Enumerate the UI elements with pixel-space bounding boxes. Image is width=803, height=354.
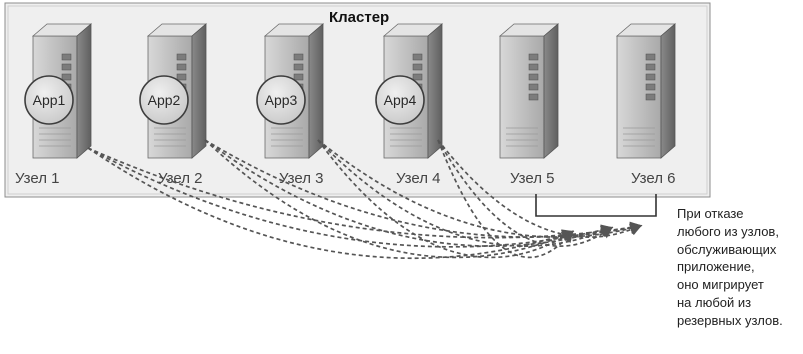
note-line: оно мигрирует [677, 277, 764, 293]
node-label-5: Узел 5 [510, 170, 555, 187]
server-icon [615, 23, 677, 159]
failover-bracket [535, 194, 657, 217]
server-icon [498, 23, 560, 159]
node-label-2: Узел 2 [158, 170, 203, 187]
migration-arrow [87, 147, 614, 248]
node-label-1: Узел 1 [15, 170, 60, 187]
migration-arrow [317, 139, 643, 238]
app-label: App1 [33, 92, 66, 108]
migration-arrow [437, 139, 613, 247]
cluster-frame [4, 2, 711, 198]
migration-arrow [87, 147, 643, 239]
migration-arrow [317, 139, 575, 259]
app-bubble: App2 [139, 75, 189, 125]
note-line: обслуживающих [677, 241, 777, 257]
migration-arrows [87, 139, 643, 259]
note-line: приложение, [677, 259, 755, 275]
app-label: App2 [148, 92, 181, 108]
migration-arrow [204, 139, 575, 259]
node-label-6: Узел 6 [631, 170, 676, 187]
migration-arrow [437, 139, 574, 259]
app-bubble: App3 [256, 75, 306, 125]
migration-arrow [204, 139, 614, 247]
migration-arrow [437, 139, 643, 238]
app-label: App3 [265, 92, 298, 108]
note-line: любого из узлов, [677, 223, 779, 239]
app-bubble: App4 [375, 75, 425, 125]
app-bubbles: App1 App2 App3 App4 [24, 75, 425, 125]
app-bubble: App1 [24, 75, 74, 125]
note-line: на любой из [677, 294, 752, 310]
cluster-frame-inner [7, 5, 708, 195]
migration-arrow [317, 139, 614, 247]
migration-arrow [204, 139, 643, 238]
failover-note: При отказе любого из узлов, обслуживающи… [677, 205, 801, 330]
note-line: резервных узлов. [677, 312, 783, 328]
node-label-4: Узел 4 [396, 170, 441, 187]
note-line: При отказе [677, 206, 744, 221]
app-label: App4 [384, 92, 417, 108]
node-label-3: Узел 3 [279, 170, 324, 187]
server-group [31, 23, 677, 159]
cluster-title: Кластер [329, 9, 390, 26]
